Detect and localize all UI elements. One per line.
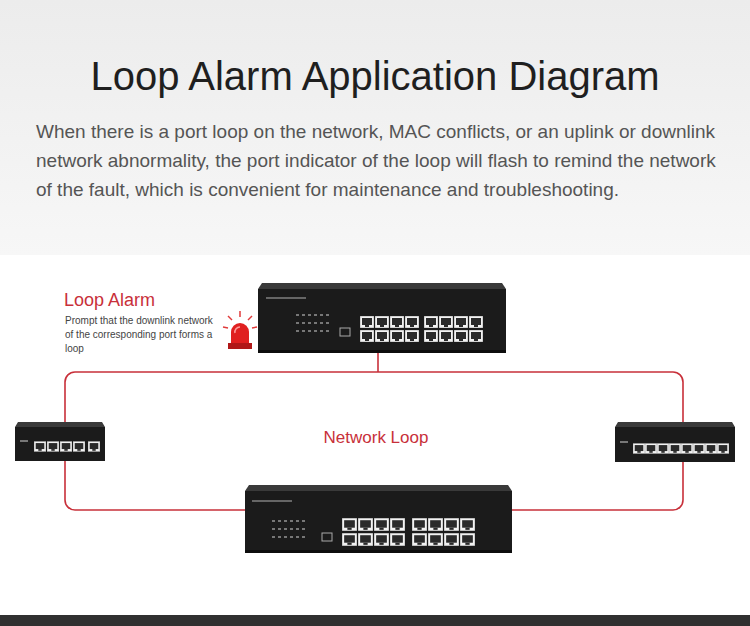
switch [258, 283, 506, 353]
alarm-note: Prompt that the downlink network of the … [65, 314, 215, 356]
loop-line [65, 372, 683, 510]
loop-line [377, 352, 379, 372]
switch [15, 422, 105, 461]
footer-band [0, 615, 750, 626]
alarm-heading: Loop Alarm [64, 289, 224, 311]
diagram-title: Loop Alarm Application Diagram [0, 52, 750, 100]
diagram-caption: When there is a port loop on the network… [36, 117, 736, 204]
loop-label: Network Loop [276, 428, 476, 448]
switch [245, 485, 512, 553]
switch [615, 422, 735, 462]
alarm-siren [223, 311, 257, 349]
header-band [0, 0, 750, 255]
